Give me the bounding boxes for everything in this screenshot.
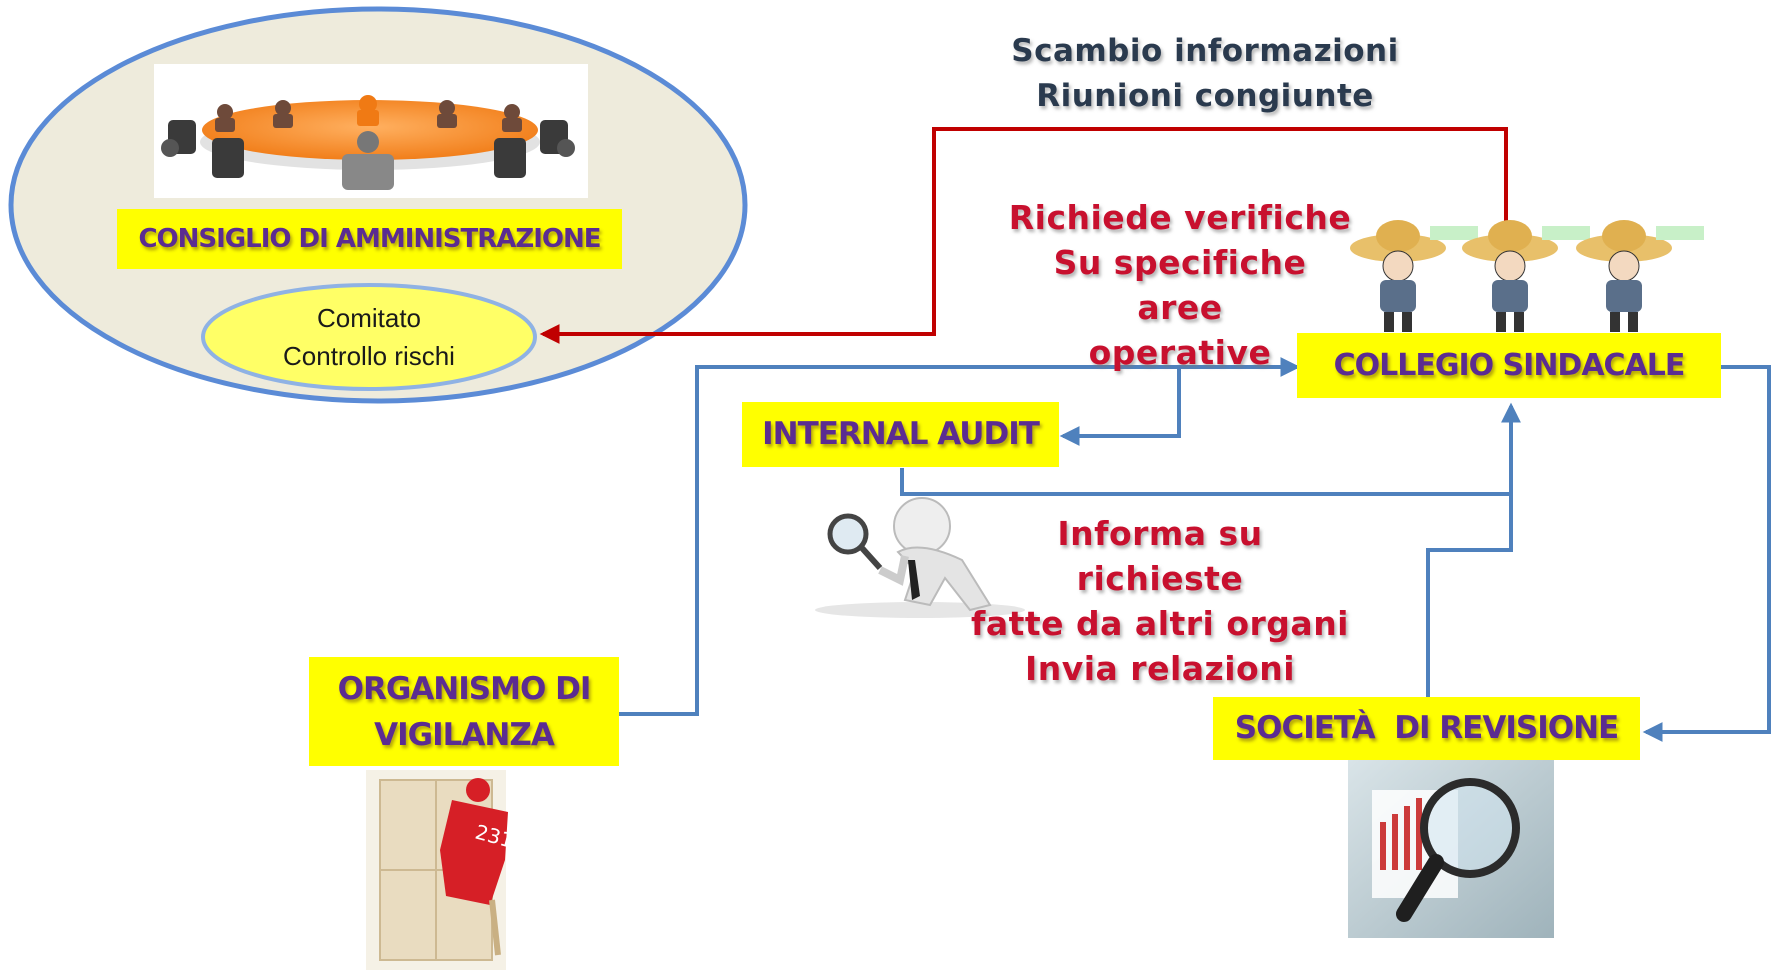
arrow-collegio-to-societa [1642, 365, 1771, 742]
audit-report-image [1348, 760, 1554, 938]
comitato-label: Comitato Controllo rischi [283, 303, 455, 371]
arrow-organismo-to-collegio [619, 357, 1301, 716]
arrow-societa-to-collegio [1426, 494, 1513, 698]
organismo-box: ORGANISMO DI VIGILANZA [309, 657, 619, 766]
collegio-box: COLLEGIO SINDACALE [1297, 333, 1721, 398]
consiglio-box: CONSIGLIO DI AMMINISTRAZIONE [117, 209, 622, 269]
puzzle-231-image: 231 [366, 770, 516, 970]
boardroom-table-image [154, 64, 588, 198]
committee-oval [201, 283, 537, 391]
societa-box: SOCIETÀ DI REVISIONE [1213, 697, 1640, 760]
arrow-internal-audit-to-collegio [900, 402, 1521, 496]
cartoon-sheriffs-image [1350, 220, 1704, 332]
internal-audit-box: INTERNAL AUDIT [742, 402, 1059, 467]
richiede-note: Richiede verifiche Su specifiche aree op… [1008, 198, 1352, 372]
informa-note: Informa su richieste fatte da altri orga… [971, 514, 1349, 688]
red-info-exchange-arrow [539, 127, 1508, 344]
arrow-collegio-to-internal-audit [1059, 365, 1297, 446]
magnifier-person-image [815, 497, 1025, 618]
scambio-note: Scambio informazioni Riunioni congiunte [1011, 33, 1399, 114]
